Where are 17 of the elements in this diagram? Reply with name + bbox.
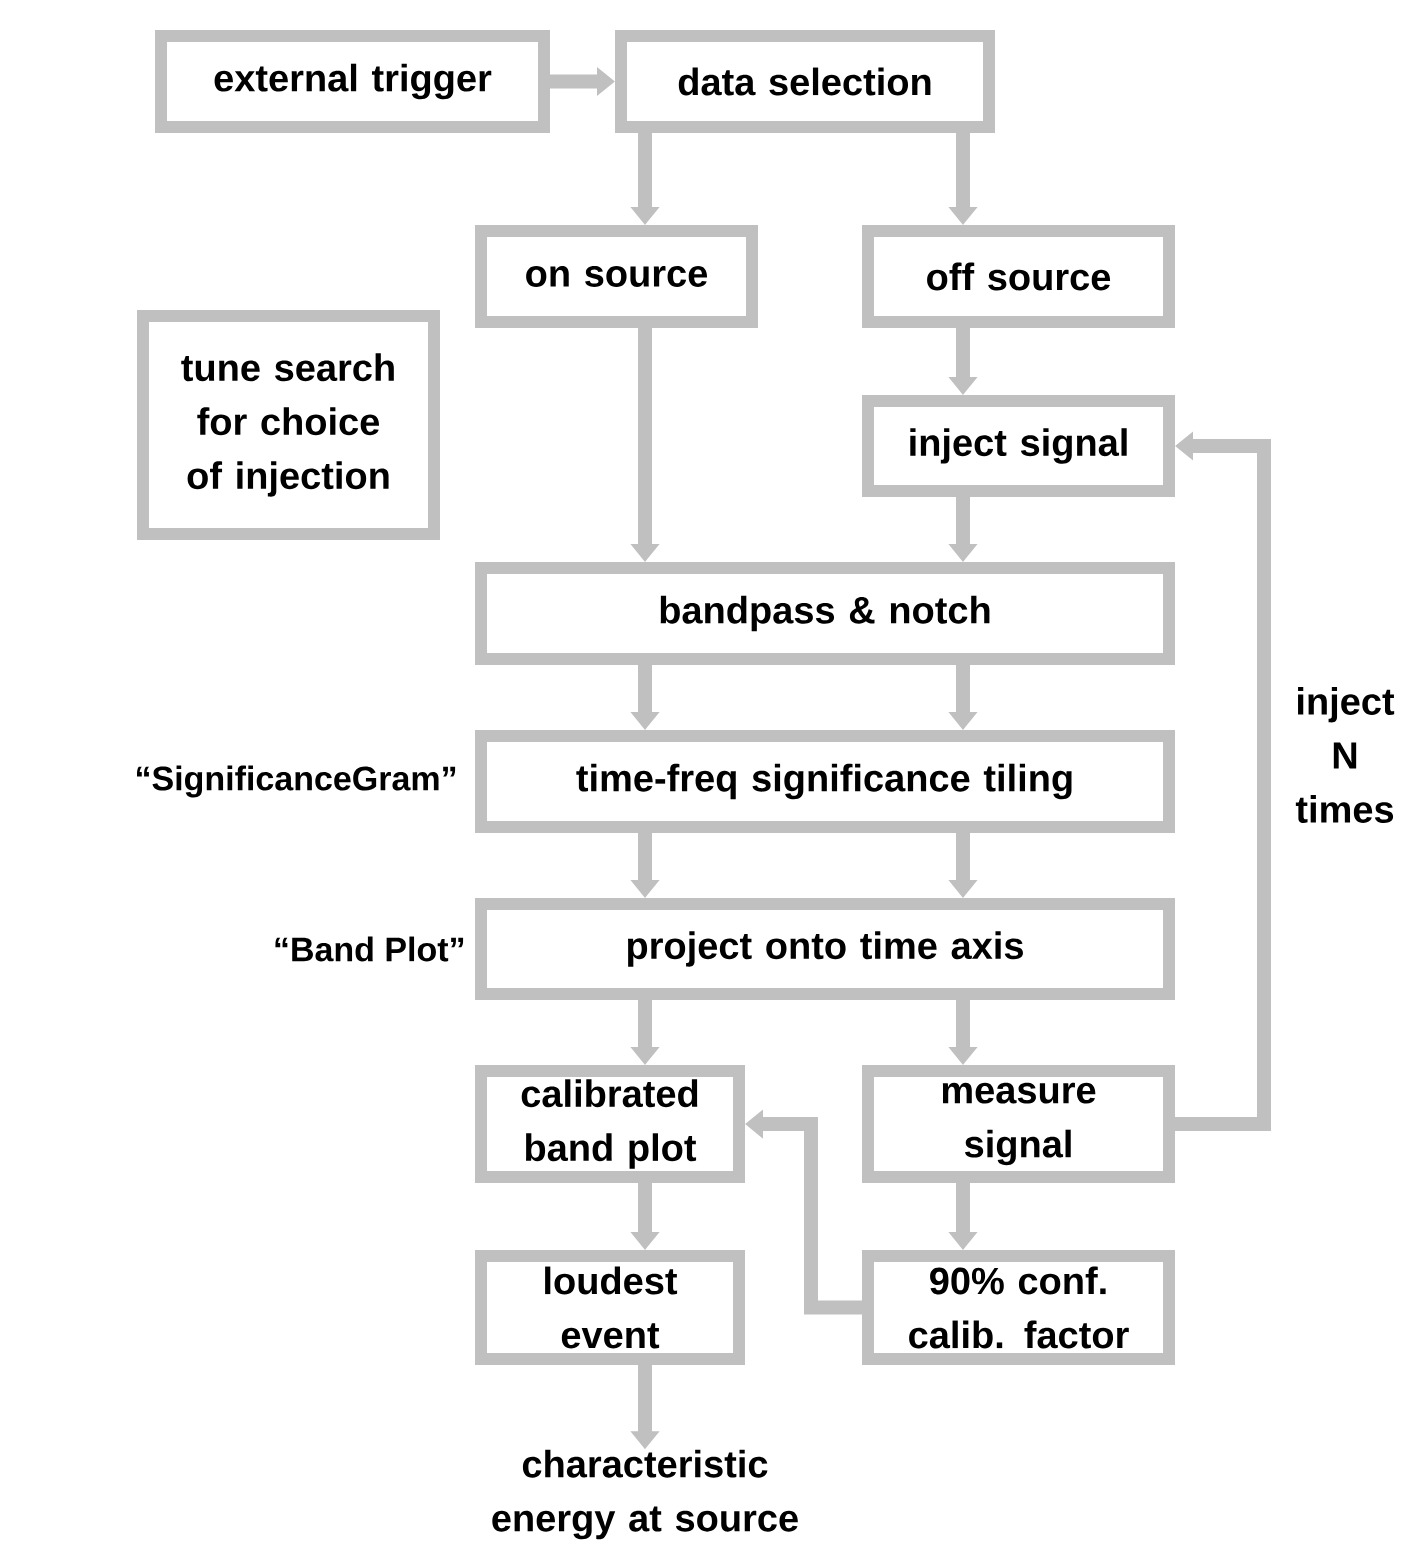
side-label: “SignificanceGram” bbox=[137, 765, 456, 798]
process-box: time-freq significance tiling bbox=[475, 730, 1175, 833]
process-box: data selection bbox=[615, 30, 995, 133]
process-box: bandpass & notch bbox=[475, 562, 1175, 665]
process-box: tune search for choice of injection bbox=[137, 310, 440, 540]
process-box: loudest event bbox=[475, 1250, 745, 1365]
side-label: “Band Plot” bbox=[275, 936, 464, 962]
output-text: characteristic energy at source bbox=[492, 1449, 798, 1540]
process-box: 90% conf. calib. factor bbox=[862, 1250, 1175, 1365]
process-box: inject signal bbox=[862, 395, 1175, 497]
process-box: measure signal bbox=[862, 1065, 1175, 1183]
edge-label: inject N times bbox=[1295, 687, 1395, 823]
process-box: off source bbox=[862, 225, 1175, 328]
process-box: project onto time axis bbox=[475, 898, 1175, 1000]
process-box: external trigger bbox=[155, 30, 550, 133]
process-box: calibrated band plot bbox=[475, 1065, 745, 1183]
process-box: on source bbox=[475, 225, 758, 328]
